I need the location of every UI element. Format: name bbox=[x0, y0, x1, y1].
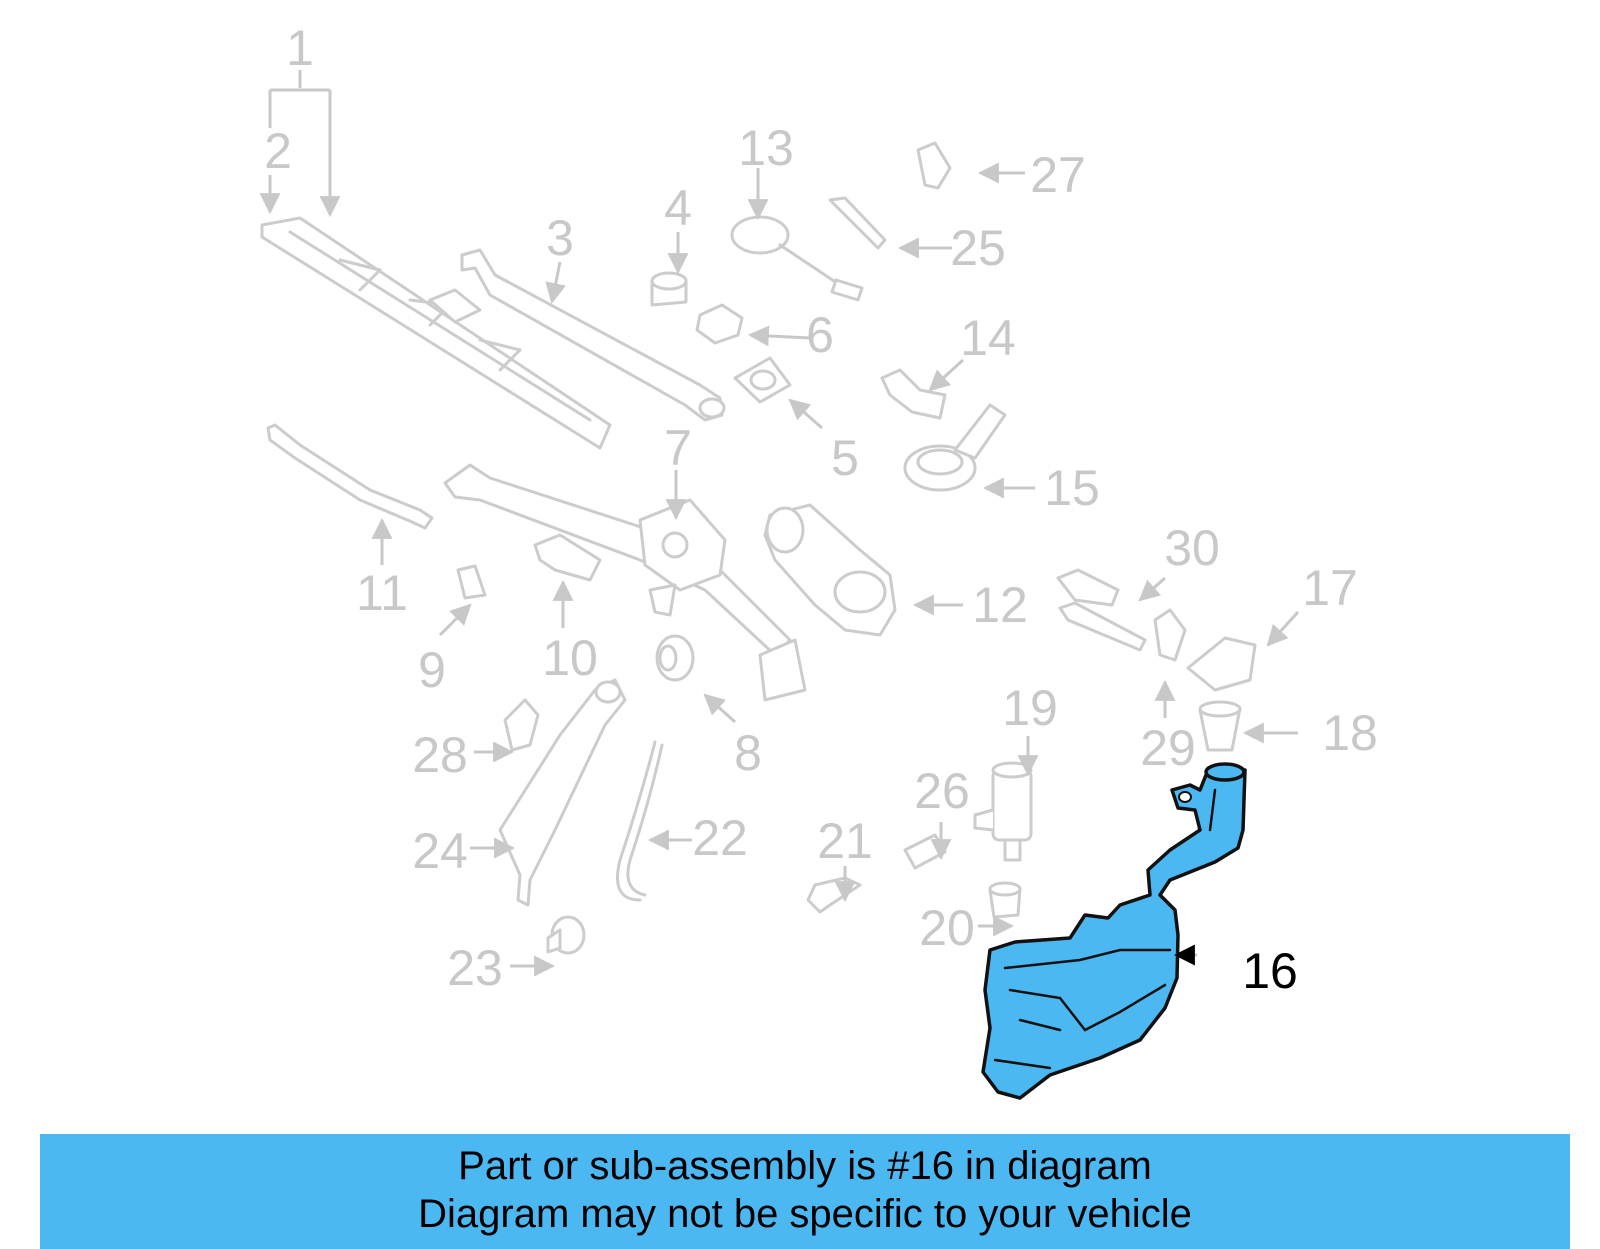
washer-pump-part bbox=[973, 761, 1033, 862]
label-3: 3 bbox=[546, 210, 574, 266]
label-27: 27 bbox=[1030, 147, 1086, 203]
label-18: 18 bbox=[1322, 705, 1378, 761]
label-5: 5 bbox=[831, 430, 859, 486]
rubber-bushing-part bbox=[655, 634, 695, 682]
fastener-part bbox=[546, 915, 586, 955]
label-2: 2 bbox=[264, 123, 292, 179]
nozzle-elbow-part bbox=[806, 876, 862, 914]
label-17: 17 bbox=[1302, 560, 1358, 616]
wiper-motor-part bbox=[763, 503, 897, 637]
label-11: 11 bbox=[356, 565, 408, 621]
banner-line-disclaimer: Diagram may not be specific to your vehi… bbox=[418, 1192, 1192, 1236]
label-21: 21 bbox=[817, 813, 873, 869]
label-9: 9 bbox=[418, 642, 446, 698]
arm-bracket-part bbox=[498, 678, 627, 907]
label-12: 12 bbox=[972, 577, 1028, 633]
label-8: 8 bbox=[734, 725, 762, 781]
linkage-part bbox=[443, 463, 807, 702]
callout-labels: 1 2 3 4 5 6 7 8 9 10 11 12 13 14 15 16 1… bbox=[264, 20, 1378, 999]
banner-line-part-number: Part or sub-assembly is #16 in diagram bbox=[458, 1144, 1152, 1188]
label-25: 25 bbox=[950, 220, 1006, 276]
connector-part bbox=[503, 698, 540, 752]
label-10: 10 bbox=[542, 630, 598, 686]
label-1: 1 bbox=[286, 20, 314, 76]
label-22: 22 bbox=[692, 810, 748, 866]
hose-part bbox=[266, 423, 434, 530]
grommet-part bbox=[733, 356, 792, 404]
label-15: 15 bbox=[1044, 460, 1100, 516]
wiper-blade-part bbox=[260, 216, 612, 450]
clip-parts bbox=[456, 533, 602, 600]
washer-tube-part bbox=[616, 740, 664, 902]
washer-reservoir-part-16[interactable] bbox=[981, 762, 1247, 1100]
label-4: 4 bbox=[664, 180, 692, 236]
label-13: 13 bbox=[738, 120, 794, 176]
bracket-part bbox=[880, 368, 947, 420]
label-19: 19 bbox=[1002, 680, 1058, 736]
label-30: 30 bbox=[1164, 520, 1220, 576]
label-23: 23 bbox=[447, 940, 503, 996]
nut-cap-part bbox=[650, 271, 688, 307]
label-6: 6 bbox=[806, 307, 834, 363]
label-20: 20 bbox=[919, 900, 975, 956]
label-26: 26 bbox=[914, 763, 970, 819]
info-banner: Part or sub-assembly is #16 in diagram D… bbox=[40, 1134, 1570, 1249]
label-16-highlighted: 16 bbox=[1242, 943, 1298, 999]
label-28: 28 bbox=[412, 727, 468, 783]
wiper-arm-part bbox=[460, 248, 726, 422]
leader-lines bbox=[259, 70, 1300, 977]
bushing-part bbox=[903, 403, 1007, 492]
label-14: 14 bbox=[960, 310, 1016, 366]
nut-part bbox=[695, 303, 744, 345]
label-24: 24 bbox=[412, 823, 468, 879]
sensor-part bbox=[730, 141, 952, 302]
label-29: 29 bbox=[1140, 720, 1196, 776]
label-7: 7 bbox=[664, 420, 692, 476]
nozzle-parts bbox=[1056, 568, 1257, 752]
